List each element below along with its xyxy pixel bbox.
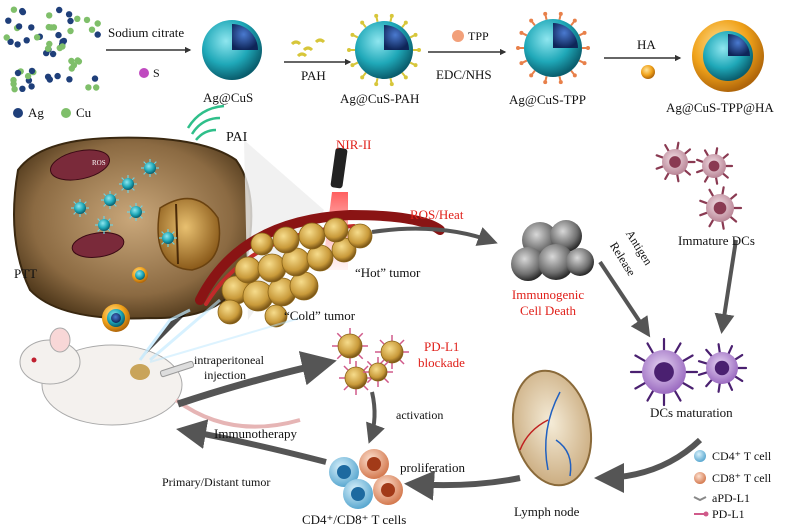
ptt-label: PTT	[14, 266, 38, 281]
ag-cus-pah-label: Ag@CuS-PAH	[340, 91, 420, 106]
activation-label: activation	[396, 408, 444, 422]
sodium-citrate-label: Sodium citrate	[108, 25, 185, 40]
hot-tumor-label: “Hot” tumor	[355, 265, 421, 280]
lymph-node	[511, 369, 593, 487]
pd-l1-tumor-cells	[332, 328, 409, 395]
proliferation-label: proliferation	[400, 460, 465, 475]
ros-heat-label: ROS/Heat	[410, 207, 464, 222]
ag-cus-tpp-ha-nanoparticle	[692, 20, 764, 92]
dcs-maturation-label: DCs maturation	[650, 405, 733, 420]
injection-label-line1: intraperitoneal	[194, 353, 264, 367]
pai-label: PAI	[226, 130, 248, 145]
legend-apdl1-label: aPD-L1	[712, 491, 750, 505]
ag-cus-label: Ag@CuS	[203, 90, 254, 105]
primary-distant-tumor-label: Primary/Distant tumor	[162, 475, 271, 489]
legend-apdl1-icon	[693, 496, 707, 502]
arrow-to-lymph-node	[594, 437, 703, 493]
legend	[693, 450, 709, 517]
pah-label: PAH	[301, 68, 326, 83]
tpp-icon	[452, 30, 464, 42]
ag-label: Ag	[28, 105, 44, 120]
syringe-icon	[159, 360, 195, 378]
lymph-node-label: Lymph node	[514, 504, 580, 519]
ag-cus-tpp-label: Ag@CuS-TPP	[509, 92, 586, 107]
arrow-ros-heat	[371, 226, 498, 246]
tumor-mass	[217, 217, 373, 328]
mature-dcs	[629, 337, 748, 407]
light-guide-1	[149, 298, 221, 362]
ag-cus-tpp-nanoparticle	[516, 11, 590, 85]
immature-dcs	[655, 141, 743, 230]
pai-wave-icon	[186, 104, 225, 141]
arrow-dc-maturation	[714, 239, 738, 334]
immunotherapy-label: Immunotherapy	[214, 426, 298, 441]
arrow-proliferation	[404, 470, 521, 501]
legend-cd4-label: CD4⁺ T cell	[712, 449, 772, 463]
ha-label: HA	[637, 37, 656, 52]
immature-dcs-label: Immature DCs	[678, 233, 755, 248]
nanoparticle-icon	[102, 304, 130, 332]
arrow-antigen-release	[598, 260, 651, 338]
pd-l1-label-line2: blockade	[418, 355, 465, 370]
cold-tumor-label: “Cold” tumor	[284, 308, 356, 323]
injection-label-line2: injection	[204, 368, 246, 382]
tumor-cell	[13, 136, 253, 320]
t-cells-label: CD4⁺/CD8⁺ T cells	[302, 512, 407, 527]
sulfur-icon	[139, 68, 149, 78]
arrow-immunotherapy	[176, 419, 327, 465]
arrow-activation	[366, 391, 385, 444]
icd-label-line2: Cell Death	[520, 303, 576, 318]
pd-l1-label-line1: PD-L1	[424, 339, 460, 354]
tpp-label: TPP	[468, 29, 489, 43]
ag-cu-particle-cloud	[3, 6, 101, 118]
nir-ii-label: NIR-II	[336, 137, 372, 152]
arrow-injection	[176, 351, 337, 408]
icd-label-line1: Immunogenic	[511, 287, 585, 302]
legend-cd4-icon	[694, 450, 706, 462]
ros-label: ROS	[92, 159, 106, 167]
necrotic-cell-cluster	[511, 220, 594, 281]
edc-nhs-label: EDC/NHS	[436, 67, 492, 82]
legend-pdl1-label: PD-L1	[712, 507, 745, 521]
ag-cus-tpp-ha-label: Ag@CuS-TPP@HA	[666, 100, 774, 115]
ag-cus-pah-nanoparticle	[347, 13, 421, 87]
pah-chains-icon	[290, 38, 326, 58]
light-guide-2	[149, 317, 301, 363]
mouse-illustration	[19, 308, 301, 429]
legend-cd8-label: CD8⁺ T cell	[712, 471, 772, 485]
cu-label: Cu	[76, 105, 92, 120]
ha-icon	[641, 65, 655, 79]
s-label: S	[153, 66, 160, 80]
ag-cus-nanoparticle	[202, 20, 262, 80]
t-cell-cluster	[329, 449, 403, 509]
legend-cd8-icon	[694, 472, 706, 484]
